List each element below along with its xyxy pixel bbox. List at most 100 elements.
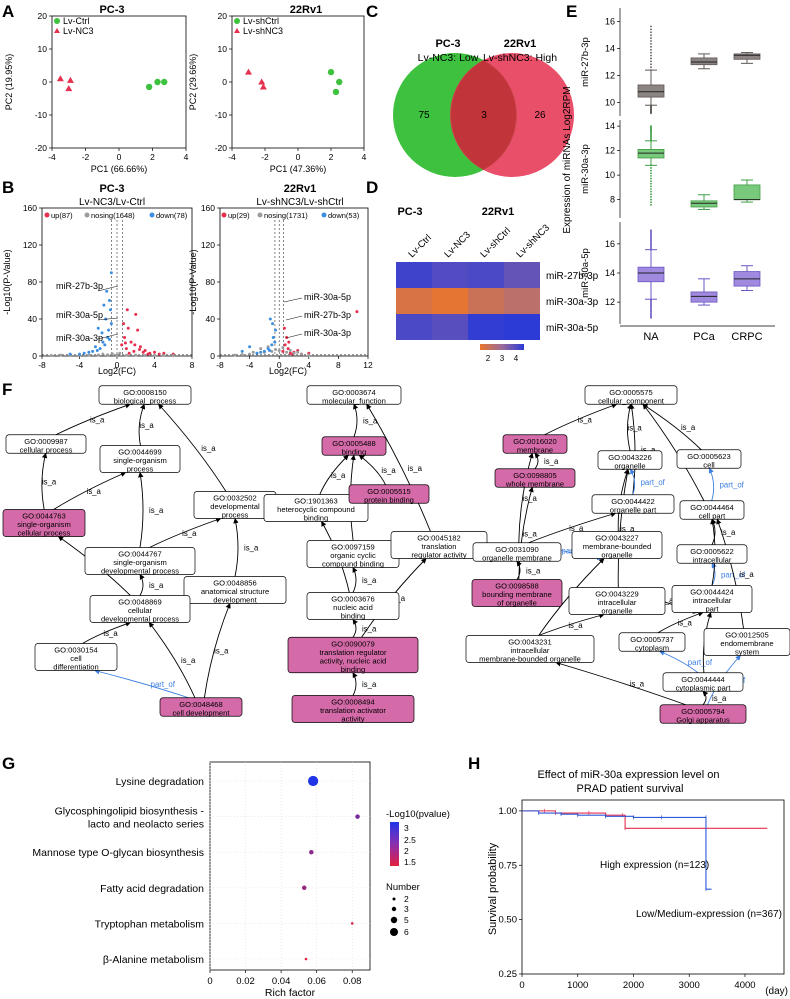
go-node-label: activity [341, 715, 364, 724]
annotation-mir-30a-3p: miR-30a-3p [304, 328, 351, 338]
go-node-box [98, 385, 192, 405]
go-node-label: binding [342, 447, 367, 456]
go-node-box [291, 695, 415, 723]
x-tick-label: 0.06 [307, 976, 326, 987]
go-edge [534, 452, 541, 470]
x-axis-label: Log2(FC) [269, 366, 307, 376]
box-outlier [650, 309, 652, 312]
go-edge-label: is_a [544, 457, 559, 466]
panel-h-survival-chart: Effect of miR-30a expression level on PR… [487, 769, 788, 997]
box-iqr [637, 266, 665, 283]
heatmap-cell [432, 262, 468, 288]
y-tick-label: 0 [210, 351, 215, 361]
go-node-id: GO:0043231 [508, 638, 552, 647]
box-outlier [650, 25, 652, 28]
go-node-id: GO:0005622 [690, 547, 734, 556]
x-axis-label: Rich factor [265, 987, 316, 999]
legend: Lv-shCtrl Lv-shNC3 [234, 16, 283, 36]
go-edge [138, 403, 146, 446]
go-node-label: cell part [699, 511, 726, 520]
panel-label-g: G [2, 754, 16, 773]
box-outlier [650, 182, 652, 185]
box-outlier [650, 60, 652, 63]
panel-b-left-subtitle: Lv-NC3/Lv-Ctrl [79, 197, 145, 208]
box-outlier [650, 190, 652, 193]
panel-b-right-title: 22Rv1 [284, 183, 316, 195]
y-axis-label: PC2 (29.66%) [188, 54, 198, 111]
heatmap-row-label: miR-30a-3p [546, 297, 599, 308]
x-tick-label: 8 [336, 360, 341, 370]
go-edge [659, 650, 699, 674]
venn-overlap-count: 3 [481, 110, 487, 121]
go-edge [518, 486, 534, 580]
y-tick-label: 10 [605, 170, 615, 180]
go-edge [716, 518, 744, 629]
volcano-point-nosing [49, 354, 53, 358]
go-edge-label: part_of [151, 680, 176, 689]
go-edge-label: is_a [90, 416, 105, 425]
go-node-box [568, 587, 666, 615]
go-edge [702, 690, 709, 706]
go-edge-label: is_a [214, 647, 229, 656]
volcano-point-nosing [251, 350, 255, 354]
go-node-label: development [213, 596, 257, 605]
volcano-point-up [355, 310, 359, 314]
y-tick-label: 10 [605, 98, 615, 108]
go-edge [358, 454, 386, 485]
go-edge [148, 621, 196, 698]
go-edge-label: is_a [103, 629, 118, 638]
go-node-box [5, 434, 87, 454]
volcano-point-up [146, 352, 150, 356]
panel-a-right-chart: 22Rv1 PC2 (29.66%) PC1 (47.36%) Lv-shCtr… [188, 4, 367, 174]
go-edge [41, 452, 48, 510]
go-node-box [183, 576, 287, 604]
size-legend-tick-5: 5 [404, 915, 409, 925]
volcano-point-down [108, 299, 111, 302]
volcano-point-up [162, 351, 166, 355]
volcano-point-up [283, 343, 287, 347]
go-edge-label: is_a [739, 570, 754, 579]
go-node-label: system [735, 648, 759, 657]
pca-point-nc3 [65, 85, 73, 92]
pathway-label: Lysine degradation [116, 776, 205, 788]
go-node-label: molecular_function [322, 396, 386, 405]
heatmap-cell [432, 288, 468, 314]
box-outlier [650, 315, 652, 318]
go-edge-label: is_a [523, 494, 538, 503]
pca-point-ctrl [332, 88, 340, 96]
go-node-label: regulator activity [411, 551, 466, 560]
annotation-mir-27b-3p: miR-27b-3p [304, 310, 351, 320]
volcano-point-down [274, 328, 277, 332]
volcano-point-down [93, 345, 97, 349]
x-axis-label: Log2(FC) [98, 366, 136, 376]
legend-marker-nosing [257, 212, 263, 218]
box-group-label: NA [643, 331, 659, 343]
box-row-label: miR-30a-5p [580, 248, 591, 298]
size-legend-tick-6: 6 [404, 927, 409, 937]
go-node-id: GO:0044422 [611, 497, 655, 506]
go-edge-label: is_a [362, 624, 377, 633]
y-tick-label: 0.75 [499, 860, 518, 871]
legend-marker-up [44, 212, 50, 218]
go-node-id: GO:0048468 [179, 700, 223, 709]
go-edge [538, 613, 605, 636]
go-edge-label: is_a [201, 444, 216, 453]
km-title-line2: PRAD patient survival [577, 783, 684, 795]
go-node-label: cellular [128, 606, 153, 615]
box-outlier [650, 31, 652, 34]
volcano-point-nosing [59, 353, 63, 357]
go-node-id: GO:0043229 [595, 590, 639, 599]
y-tick-label: -10 [35, 110, 48, 120]
go-node-label: intracellular [693, 596, 732, 605]
y-tick-label: 10 [218, 44, 228, 54]
volcano-point-nosing [299, 352, 303, 356]
venn-left-title: PC-3 [435, 38, 460, 50]
y-tick-label: 160 [23, 203, 37, 213]
go-node-label: translation activator [320, 706, 386, 715]
box-outlier [650, 248, 652, 251]
